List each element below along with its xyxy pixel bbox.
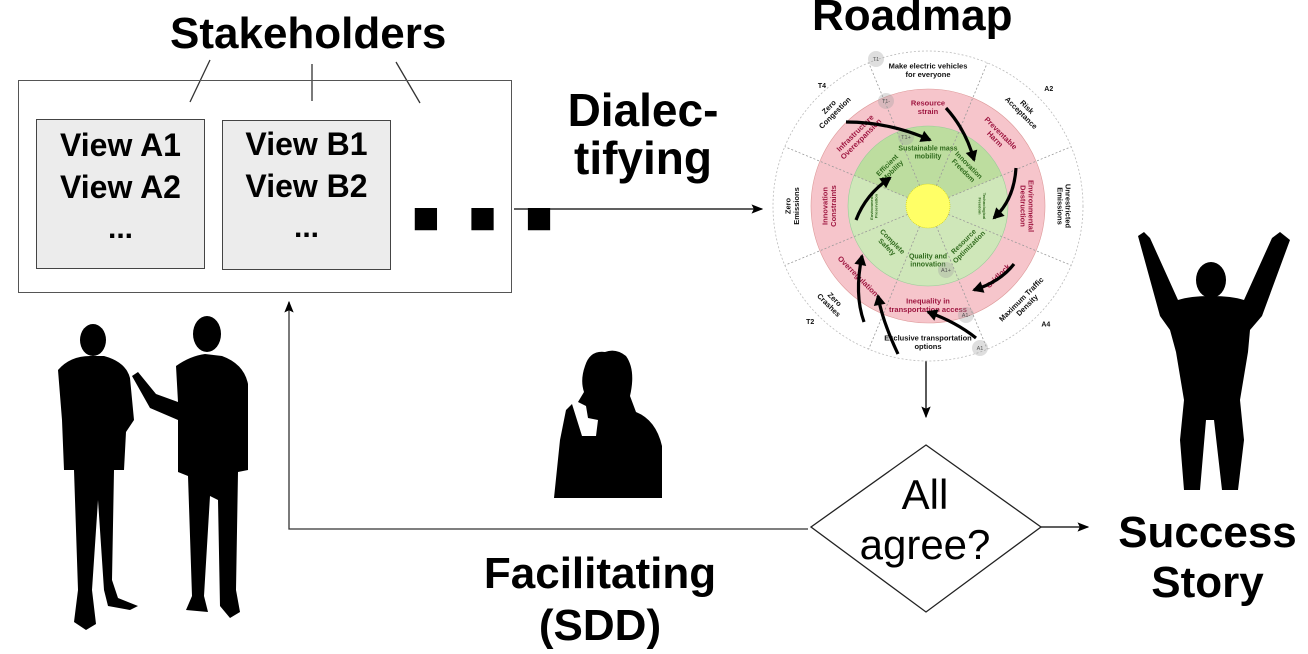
decision-label: All agree? (840, 470, 1010, 570)
middle-label: EnvironmentalDestruction (1018, 180, 1035, 232)
badge-bg (972, 340, 988, 356)
flow-arrowhead (854, 254, 867, 266)
badge-label: T1+ (901, 135, 911, 141)
outer-label: ZeroEmissions (784, 187, 801, 225)
dialectifying-line2: tifying (574, 132, 712, 184)
decision-diamond (809, 444, 1043, 613)
badge-bg (938, 262, 954, 278)
quadrant-tag: A4 (1041, 322, 1050, 329)
view-a2: View A2 (60, 169, 181, 205)
badge-label: A1+ (941, 268, 951, 274)
badge-label: T1 (873, 57, 879, 63)
view-box-b: View B1 View B2 ... (222, 120, 391, 270)
roadmap-title: Roadmap (812, 0, 1013, 40)
success-line2: Story (1151, 558, 1264, 607)
inner-sector (854, 132, 928, 206)
stakeholder-link-c (395, 61, 421, 104)
badge-bg (878, 93, 894, 109)
flow-arrowhead (926, 309, 939, 321)
decision-line1: All (901, 471, 949, 518)
quadrant-tag: T2 (806, 319, 814, 326)
badge-bg (958, 307, 974, 323)
view-b2: View B2 (245, 168, 368, 204)
middle-label: InnovationConstraints (821, 185, 838, 227)
inner-label: TechnologicalFreedom (977, 193, 986, 220)
flow-arrowhead (879, 176, 892, 189)
stakeholders-box (18, 80, 512, 293)
badge-label: A1 (977, 346, 984, 352)
stakeholders-silhouette-icon (58, 316, 248, 630)
view-box-a: View A1 View A2 ... (36, 119, 205, 269)
stakeholder-link-a (189, 59, 211, 103)
inner-sector (928, 206, 1002, 280)
quadrant-tag: T4 (818, 83, 826, 90)
badge-bg (868, 51, 884, 67)
view-b1: View B1 (245, 126, 368, 162)
flow-arrowhead (972, 281, 985, 293)
facilitating-label: Facilitating (SDD) (440, 548, 760, 652)
inner-sector (928, 175, 1008, 237)
inner-label: EnvironmentalPreservation (869, 192, 878, 220)
feedback-arrow (284, 300, 808, 530)
more-stakeholders-indicator: ■ ■ ■ (412, 191, 561, 243)
inner-sector (854, 206, 928, 280)
inner-sector (928, 132, 1002, 206)
inner-ring-border (847, 125, 1009, 287)
inner-sector (897, 126, 959, 206)
view-b-ellipsis: ... (293, 211, 319, 244)
success-silhouette-icon (1138, 232, 1290, 490)
success-line1: Success (1118, 508, 1297, 557)
badge-label: A1- (962, 313, 971, 319)
facilitating-line2: (SDD) (538, 601, 662, 650)
inner-sector (897, 206, 959, 286)
flow-arrowhead (965, 149, 978, 162)
flow-arrowhead (919, 130, 932, 142)
facilitator-silhouette-icon (554, 350, 662, 498)
flow-arrowhead (992, 207, 1005, 220)
flow-arrowhead (873, 294, 886, 306)
decision-line2: agree? (859, 521, 991, 568)
facilitating-line1: Facilitating (483, 549, 717, 598)
dialectifying-line1: Dialec- (567, 84, 719, 136)
badge-label: T1- (882, 99, 890, 105)
view-a-ellipsis: ... (107, 212, 133, 245)
dialectifying-label: Dialec- tifying (548, 86, 738, 182)
outer-label: UnrestrictedEmissions (1055, 184, 1072, 229)
success-story-label: Success Story (1105, 508, 1308, 608)
view-a1: View A1 (60, 127, 181, 163)
center-circle (905, 183, 951, 229)
inner-sector (848, 175, 928, 237)
stakeholders-title: Stakeholders (170, 9, 447, 58)
quadrant-tag: A2 (1044, 86, 1053, 93)
